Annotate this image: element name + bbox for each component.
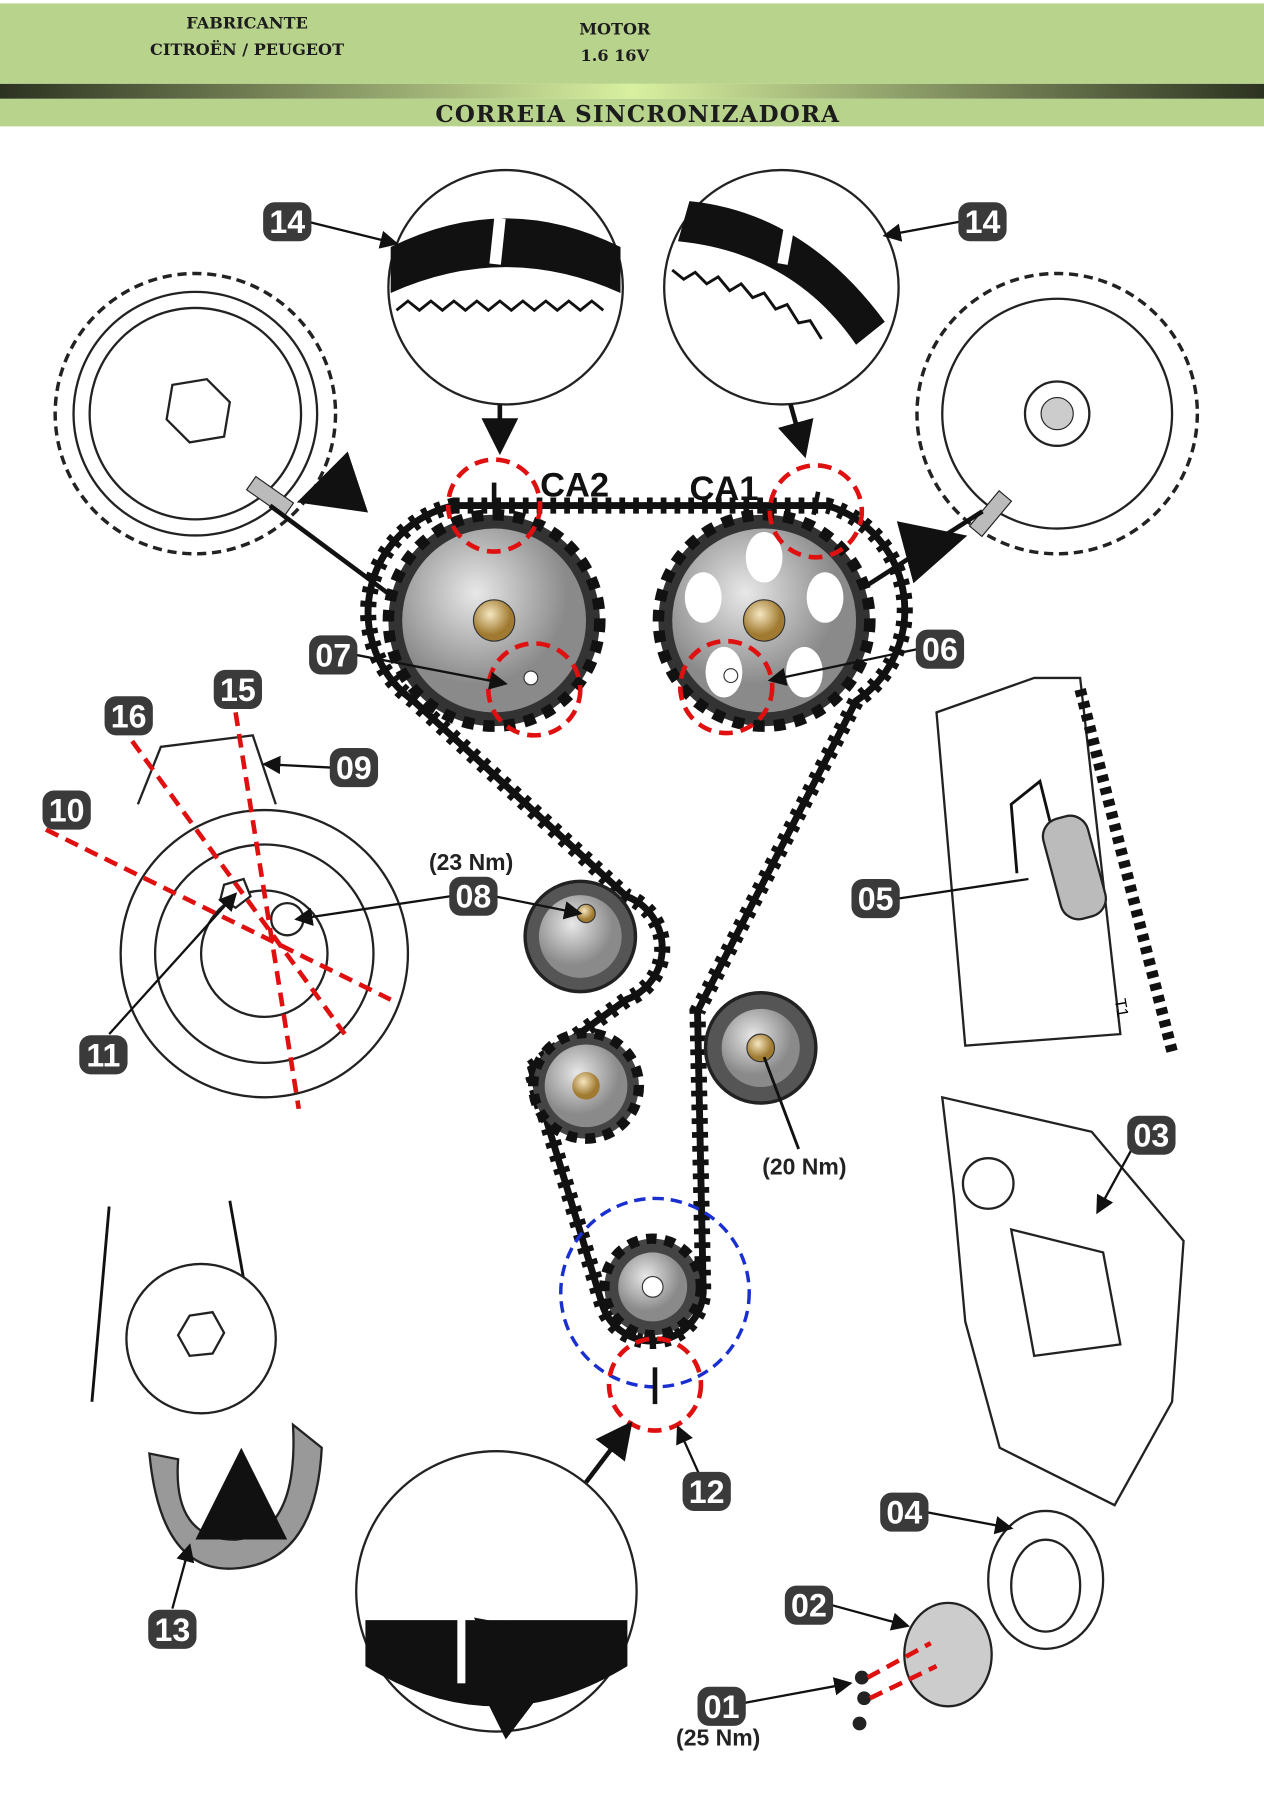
callout-badge-bg: [329, 748, 379, 788]
callout-number: 13: [154, 1612, 190, 1648]
callout-number: 15: [220, 672, 256, 708]
callout-badge-bg: [213, 669, 262, 709]
engine-value: 1.6 16V: [581, 46, 650, 65]
callout-badges: 14 14 07 06 15 16 09 10 08 05 11 03 04 02 12 13 01: [42, 202, 1176, 1726]
camshaft-pulley-ca2: [382, 509, 606, 732]
crank-pulley-parts: [852, 1509, 1105, 1731]
callout-badge-bg: [309, 635, 358, 675]
crankshaft-detail: [90, 1200, 323, 1570]
callout-12: 12: [682, 1471, 731, 1511]
callout-number: 01: [704, 1689, 740, 1725]
callout-number: 09: [336, 750, 372, 786]
title-band: [0, 98, 1264, 127]
callout-07: 07: [309, 635, 358, 675]
callout-badge-bg: [880, 1492, 929, 1532]
callout-badge-bg: [449, 876, 498, 916]
camshaft-label-ca1: CA1: [689, 470, 758, 508]
callout-badge-bg: [915, 629, 965, 669]
idler-roller: [703, 991, 818, 1150]
belt-teeth: [360, 497, 913, 1349]
callout-05: 05: [851, 878, 900, 919]
camshaft-gear-detail-left: [53, 271, 498, 675]
header-band: [0, 3, 1264, 84]
callout-badge-bg: [784, 1585, 834, 1625]
callout-13: 13: [148, 1609, 197, 1649]
callout-badge-bg: [682, 1471, 731, 1511]
callout-number: 11: [86, 1037, 120, 1073]
callout-number: 03: [1133, 1118, 1169, 1154]
tensioner-detail: [44, 712, 410, 1110]
callout-badge-bg: [851, 878, 900, 919]
header-divider: [0, 83, 1264, 99]
callout-14b: 14: [958, 202, 1007, 242]
callout-badge-bg: [1127, 1115, 1176, 1155]
torque-idler: (20 Nm): [762, 1153, 846, 1179]
callout-08: 08: [449, 876, 498, 916]
callout-number: 14: [269, 204, 305, 240]
page-title: CORREIA SINCRONIZADORA: [435, 101, 840, 128]
tensioner-roller: [523, 879, 638, 994]
callout-14a: 14: [263, 202, 312, 242]
callout-number: 10: [49, 793, 85, 829]
callout-02: 02: [784, 1585, 834, 1625]
callout-badge-bg: [697, 1686, 746, 1726]
callout-badge-bg: [79, 1035, 128, 1075]
callout-06: 06: [915, 629, 965, 669]
callout-badge-bg: [958, 202, 1007, 242]
magnified-crank-mark: [355, 1421, 638, 1740]
callout-number: 05: [858, 881, 894, 917]
callout-01: 01: [697, 1686, 746, 1726]
callout-badge-bg: [42, 790, 91, 830]
callout-number: 07: [315, 637, 351, 673]
callout-number: 06: [922, 632, 958, 668]
manufacturer-value: CITROËN / PEUGEOT: [150, 39, 344, 59]
tensioner-spring-detail: T1: [935, 676, 1178, 1053]
timing-cover-detail: [940, 1095, 1185, 1507]
callout-leaders: [108, 220, 1133, 1704]
callout-number: 16: [111, 698, 147, 734]
callout-badge-bg: [104, 696, 153, 736]
callout-09: 09: [329, 748, 379, 788]
manufacturer-label: FABRICANTE: [186, 14, 308, 33]
engine-label: MOTOR: [579, 19, 651, 38]
idler-gear: [528, 1027, 645, 1144]
callout-04: 04: [880, 1492, 929, 1532]
camshaft-label-ca2: CA2: [540, 466, 609, 504]
callout-number: 12: [689, 1474, 725, 1510]
callout-10: 10: [42, 790, 91, 830]
belt-marking-text: T1: [1111, 997, 1132, 1019]
camshaft-gear-detail-right: [754, 271, 1200, 658]
header: FABRICANTE CITROËN / PEUGEOT MOTOR 1.6 1…: [0, 3, 1264, 128]
callout-03: 03: [1127, 1115, 1176, 1155]
callout-badge-bg: [263, 202, 312, 242]
callout-number: 08: [456, 879, 492, 915]
torque-tensioner: (23 Nm): [429, 849, 513, 875]
callout-11: 11: [79, 1035, 128, 1075]
torque-crank-bolts: (25 Nm): [676, 1724, 760, 1750]
camshaft-pulley-ca1: [652, 509, 876, 732]
callout-number: 04: [886, 1495, 922, 1531]
callout-15: 15: [213, 669, 262, 709]
magnified-mark-left: [387, 168, 624, 456]
callout-badge-bg: [148, 1609, 197, 1649]
crankshaft-pulley: [559, 1196, 751, 1389]
callout-number: 14: [965, 204, 1001, 240]
callout-number: 02: [791, 1588, 827, 1624]
callout-16: 16: [104, 696, 153, 736]
magnified-mark-right: [663, 168, 900, 459]
